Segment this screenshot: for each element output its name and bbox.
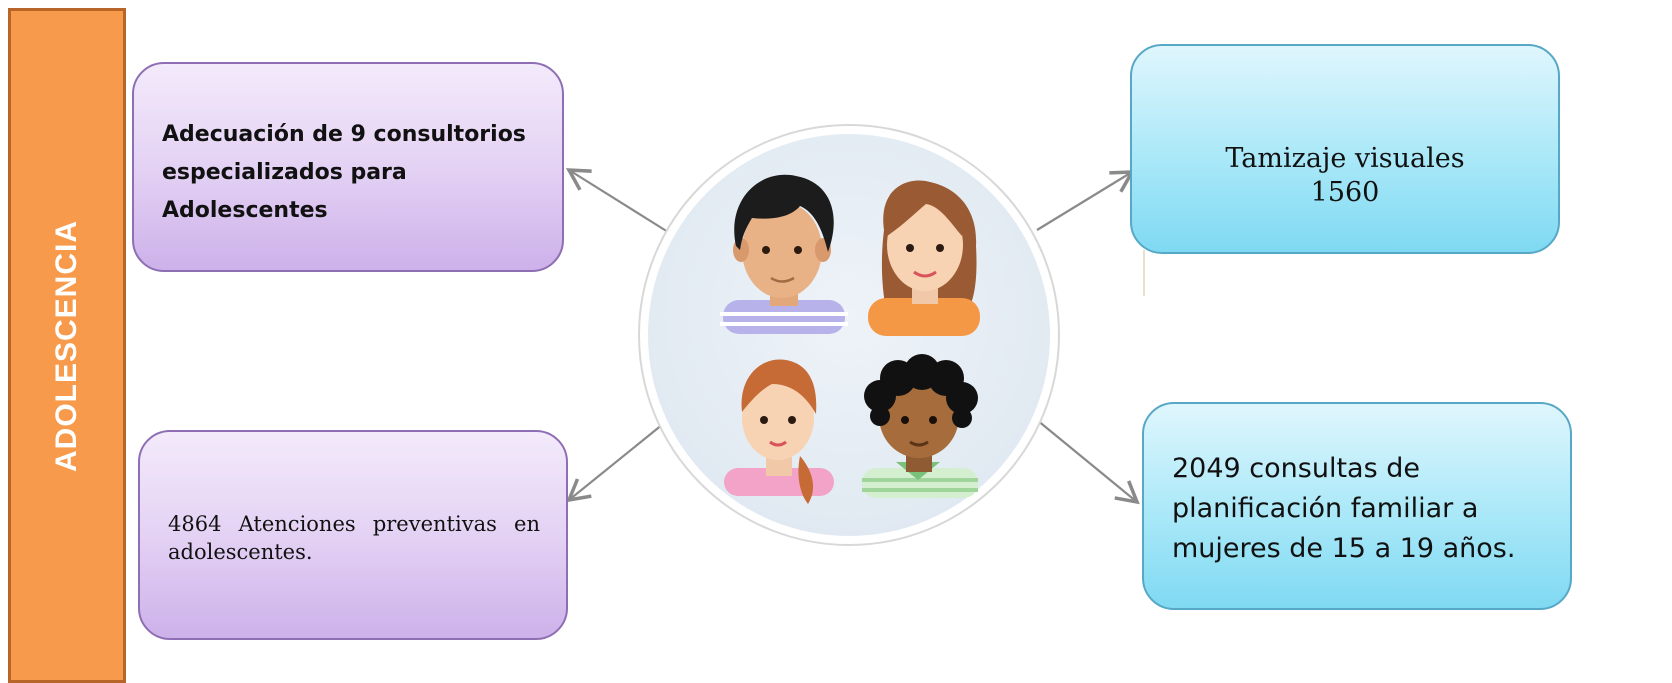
divider-tick (1143, 250, 1145, 296)
box-atenciones-preventivas: 4864 Atenciones preventivas en adolescen… (138, 430, 568, 640)
tamizaje-text: Tamizaje visuales 1560 (1132, 142, 1558, 210)
box-planificacion-familiar: 2049 consultas de planificación familiar… (1142, 402, 1572, 610)
consultorios-line-2: especializados para (162, 160, 407, 185)
tamizaje-line-1: Tamizaje visuales (1225, 143, 1465, 174)
atenciones-text: 4864 Atenciones preventivas en adolescen… (168, 512, 540, 564)
girl-brown-hair-icon (868, 180, 980, 336)
consultorios-text: Adecuación de 9 consultorios especializa… (162, 116, 552, 230)
arrow-to-bottom-left (566, 419, 669, 503)
box-consultorios: Adecuación de 9 consultorios especializa… (132, 62, 564, 272)
planificacion-line-1: 2049 consultas de (1172, 453, 1420, 484)
planificacion-text: 2049 consultas de planificación familiar… (1172, 449, 1562, 569)
arrow-to-top-right (1036, 170, 1136, 231)
boy-dark-hair-icon (720, 174, 848, 334)
consultorios-line-1: Adecuación de 9 consultorios (162, 122, 526, 147)
consultorios-line-3: Adolescentes (162, 198, 328, 223)
planificacion-line-3: mujeres de 15 a 19 años. (1172, 533, 1516, 564)
box-tamizaje-visuales: Tamizaje visuales 1560 (1130, 44, 1560, 254)
girl-ponytail-icon (724, 359, 834, 504)
arrow-to-bottom-right (1036, 419, 1140, 505)
four-adolescents-group-icon (638, 124, 1060, 546)
boy-curly-hair-icon (862, 354, 978, 498)
arrow-to-top-left (565, 168, 669, 233)
tamizaje-line-2: 1560 (1310, 177, 1380, 208)
planificacion-line-2: planificación familiar a (1172, 493, 1479, 524)
side-banner: ADOLESCENCIA (8, 8, 126, 683)
